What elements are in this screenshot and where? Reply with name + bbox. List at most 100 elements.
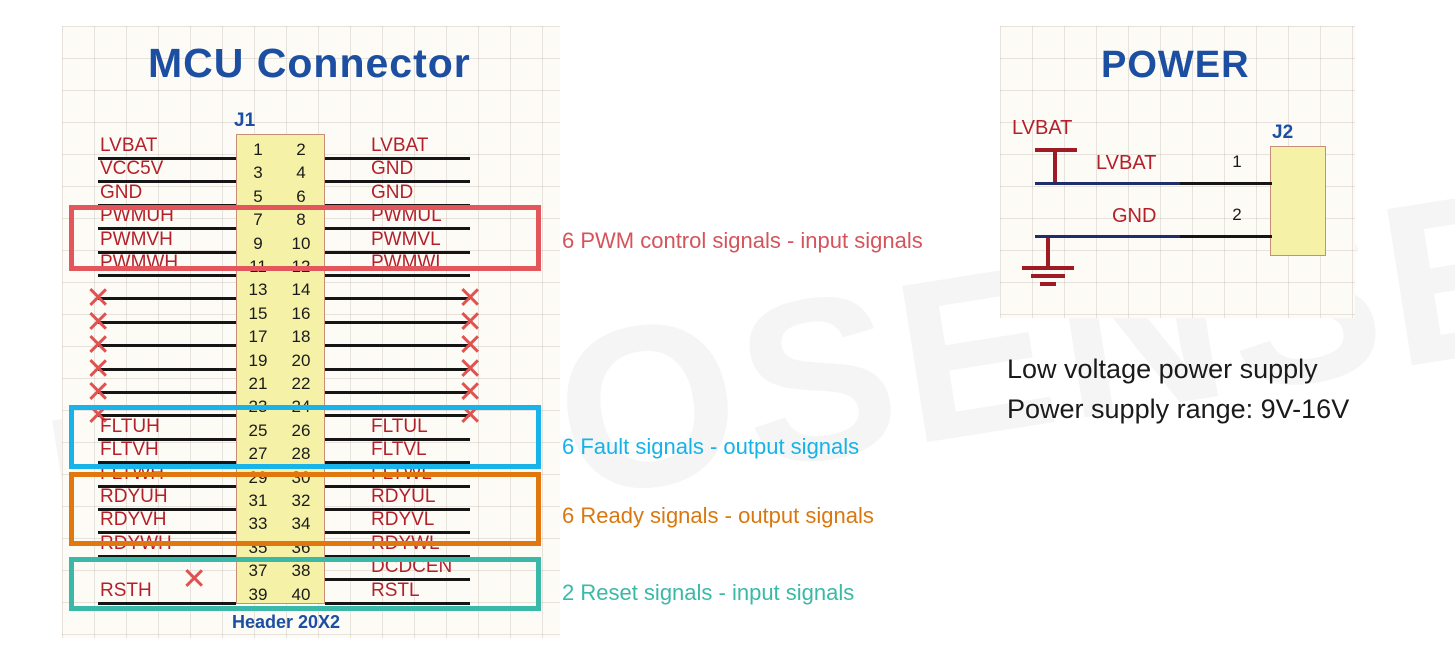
j1-pin-27-wire — [98, 461, 236, 465]
j1-pin-8-wire — [325, 227, 470, 231]
j1-pin-6-number: 6 — [296, 186, 306, 206]
j1-pin-27-number: 27 — [248, 444, 268, 464]
j1-pin-31-net-label: RDYUH — [100, 486, 168, 507]
j1-pin-23-wire — [98, 414, 236, 418]
gnd-net-wire-blue — [1035, 235, 1270, 238]
j1-pin-18-wire — [325, 344, 470, 348]
j1-pin-26-net-label: FLTUL — [371, 415, 428, 437]
j1-pin-4-number: 4 — [296, 163, 306, 183]
gnd-net-label: GND — [1112, 205, 1157, 227]
annotation-ready: 6 Ready signals - output signals — [562, 503, 874, 528]
j1-pin-13-no-connect-icon — [87, 286, 109, 308]
j1-pin-18-no-connect-icon — [459, 333, 481, 355]
power-supply-caption: Low voltage power supply Power supply ra… — [1007, 350, 1349, 430]
power-panel-title: POWER — [1101, 44, 1250, 86]
j1-pin-7-number: 7 — [253, 210, 263, 230]
j1-pin-16-no-connect-icon — [459, 310, 481, 332]
j1-pin-33-net-label: RDYVH — [100, 509, 167, 531]
j1-pin-22-no-connect-icon — [459, 380, 481, 402]
j1-pin-13-wire — [98, 297, 236, 301]
j1-pin-8-number: 8 — [296, 210, 306, 230]
j1-pin-25-net-label: FLTUH — [100, 415, 160, 437]
gnd-pin-wire — [1180, 235, 1272, 238]
j1-pin-38-number: 38 — [291, 561, 311, 581]
j1-pin-7-net-label: PWMUH — [100, 205, 174, 227]
j1-pin-20-no-connect-icon — [459, 357, 481, 379]
j1-pin-20-number: 20 — [291, 350, 311, 370]
j1-pin-32-net-label: RDYUL — [371, 486, 436, 507]
highlight-ready-group — [69, 472, 541, 546]
annotation-fault: 6 Fault signals - output signals — [562, 434, 860, 459]
j1-connector-body — [236, 134, 325, 604]
j1-pin-17-no-connect-icon — [87, 333, 109, 355]
j1-pin-4-wire — [325, 180, 470, 184]
j1-footprint-label: Header 20X2 — [232, 612, 341, 632]
j1-refdes: J1 — [234, 110, 256, 131]
j1-pin-28-wire — [325, 461, 470, 465]
j1-pin-33-wire — [98, 531, 236, 535]
j1-pin-37-number: 37 — [248, 561, 268, 581]
power-caption-line-1: Low voltage power supply — [1007, 354, 1318, 384]
j1-pin-40-wire — [325, 601, 470, 605]
annotation-reset: 2 Reset signals - input signals — [562, 580, 855, 605]
j1-pin-25-wire — [98, 437, 236, 441]
lvbat-pin-wire — [1180, 182, 1272, 185]
lvbat-supply-symbol-label: LVBAT — [1012, 117, 1073, 139]
annotation-pwm: 6 PWM control signals - input signals — [562, 228, 923, 253]
j1-pin-10-number: 10 — [291, 233, 311, 253]
j1-pin-40-number: 40 — [291, 584, 311, 604]
lvbat-net-label: LVBAT — [1096, 152, 1157, 174]
j1-pin-19-number: 19 — [248, 350, 268, 370]
j2-pin-1-number: 1 — [1232, 152, 1242, 171]
j1-pin-1-wire — [98, 157, 236, 160]
j1-pin-12-wire — [325, 274, 470, 277]
j1-pin-6-net-label: GND — [371, 181, 414, 203]
j2-refdes: J2 — [1272, 122, 1294, 143]
j1-pin-16-number: 16 — [291, 303, 311, 323]
j1-pin-9-number: 9 — [253, 233, 263, 253]
j1-pin-25-number: 25 — [248, 420, 268, 440]
j1-pin-34-net-label: RDYVL — [371, 509, 435, 531]
j1-pin-21-wire — [98, 391, 236, 394]
j1-pin-10-wire — [325, 250, 470, 254]
j1-pin-32-wire — [325, 508, 470, 511]
j1-pin-15-wire — [98, 320, 236, 324]
j1-pin-39-wire — [98, 601, 236, 605]
j1-pin-24-wire — [325, 414, 470, 418]
j1-pin-10-net-label: PWMVL — [371, 228, 441, 250]
j1-pin-29-wire — [98, 484, 236, 488]
j1-pin-1-net-label: LVBAT — [100, 135, 158, 156]
j1-pin-2-wire — [325, 157, 470, 160]
j1-pin-2-net-label: LVBAT — [371, 135, 429, 156]
j1-pin-36-wire — [325, 554, 470, 558]
j1-pin-8-net-label: PWMUL — [371, 205, 442, 227]
j1-pin-22-number: 22 — [291, 374, 311, 393]
highlight-fault-group — [69, 405, 541, 469]
j1-pin-27-net-label: FLTVH — [100, 439, 159, 461]
j1-pin-9-net-label: PWMVH — [100, 228, 173, 250]
j1-pin-32-number: 32 — [291, 491, 311, 510]
j1-pin-11-wire — [98, 274, 236, 277]
j1-pin-31-wire — [98, 508, 236, 511]
j1-pin-16-wire — [325, 320, 470, 324]
j1-pin-2-number: 2 — [296, 140, 306, 159]
j1-pin-17-number: 17 — [248, 327, 268, 347]
j1-pin-13-number: 13 — [248, 280, 268, 300]
highlight-pwm-group — [69, 205, 541, 271]
j1-pin-39-number: 39 — [248, 584, 268, 604]
j1-pin-19-no-connect-icon — [87, 357, 109, 379]
j1-pin-14-number: 14 — [291, 280, 311, 300]
j1-pin-3-wire — [98, 180, 236, 184]
highlight-reset-group — [69, 557, 541, 611]
j1-pin-15-no-connect-icon — [87, 310, 109, 332]
power-caption-line-2: Power supply range: 9V-16V — [1007, 393, 1350, 424]
j1-pin-1-number: 1 — [253, 140, 263, 159]
j1-pin-34-number: 34 — [291, 514, 311, 534]
j1-pin-17-wire — [98, 344, 236, 348]
j1-pin-3-net-label: VCC5V — [100, 158, 164, 180]
j1-pin-19-wire — [98, 367, 236, 371]
j1-pin-21-number: 21 — [248, 374, 268, 393]
j1-pin-22-wire — [325, 391, 470, 394]
j1-pin-3-number: 3 — [253, 163, 263, 183]
j1-pin-14-wire — [325, 297, 470, 301]
